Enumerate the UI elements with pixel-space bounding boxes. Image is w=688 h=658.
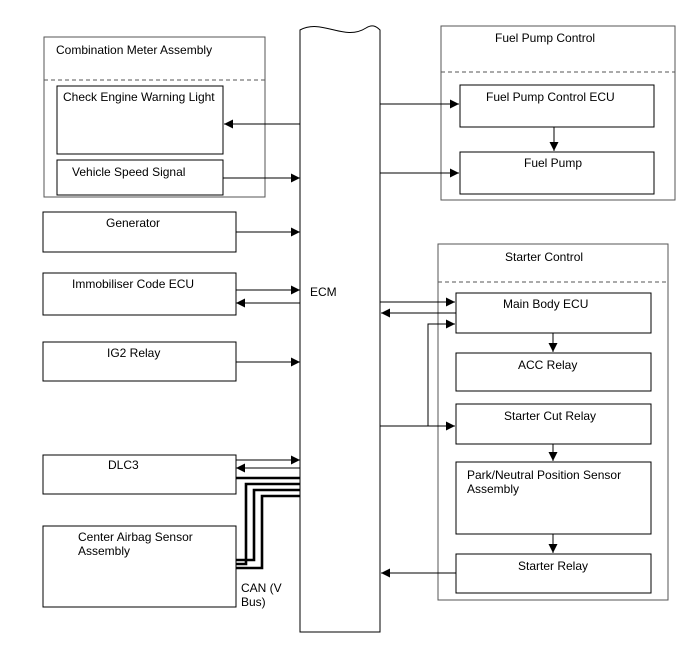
arrow-bus-to-main-body <box>427 319 455 426</box>
park-neutral-sensor-box <box>455 461 652 535</box>
starter-control-title: Starter Control <box>505 250 583 264</box>
airbag-sensor-label-2: Assembly <box>78 544 130 558</box>
starter-cut-relay-label: Starter Cut Relay <box>504 409 596 423</box>
check-engine-light-box <box>56 85 224 155</box>
can-label-2: Bus) <box>241 595 266 609</box>
fuel-pump-label: Fuel Pump <box>524 156 582 170</box>
ecm-label: ECM <box>310 285 337 299</box>
generator-box <box>42 211 237 253</box>
immobiliser-box <box>42 272 237 316</box>
airbag-sensor-box <box>42 525 237 608</box>
starter-relay-box <box>455 553 652 594</box>
acc-relay-label: ACC Relay <box>518 358 577 372</box>
fuel-pump-control-title: Fuel Pump Control <box>495 31 595 45</box>
acc-relay-box <box>455 352 652 392</box>
dlc3-box <box>42 454 237 495</box>
can-line-2 <box>236 482 300 566</box>
immobiliser-label: Immobiliser Code ECU <box>72 277 194 291</box>
park-neutral-sensor-label-1: Park/Neutral Position Sensor <box>467 468 621 482</box>
ig2-relay-box <box>42 341 237 382</box>
starter-cut-relay-box <box>455 403 652 445</box>
can-label-1: CAN (V <box>241 581 282 595</box>
vehicle-speed-signal-box <box>56 159 224 196</box>
starter-relay-label: Starter Relay <box>518 559 588 573</box>
ig2-relay-label: IG2 Relay <box>107 346 160 360</box>
park-neutral-sensor-label-2: Assembly <box>467 482 519 496</box>
dlc3-label: DLC3 <box>108 458 139 472</box>
generator-label: Generator <box>106 216 160 230</box>
combination-meter-title: Combination Meter Assembly <box>56 43 212 57</box>
airbag-sensor-label-1: Center Airbag Sensor <box>78 530 193 544</box>
main-body-ecu-label: Main Body ECU <box>503 297 588 311</box>
can-line-3 <box>236 488 300 562</box>
can-line-4 <box>236 494 300 570</box>
fuel-pump-box <box>459 151 655 195</box>
check-engine-light-label: Check Engine Warning Light <box>63 90 215 104</box>
fuel-pump-ecu-box <box>459 84 655 128</box>
main-body-ecu-box <box>455 292 652 334</box>
fuel-pump-ecu-label: Fuel Pump Control ECU <box>486 90 615 104</box>
vehicle-speed-signal-label: Vehicle Speed Signal <box>72 165 185 179</box>
ecm-block <box>299 25 381 633</box>
